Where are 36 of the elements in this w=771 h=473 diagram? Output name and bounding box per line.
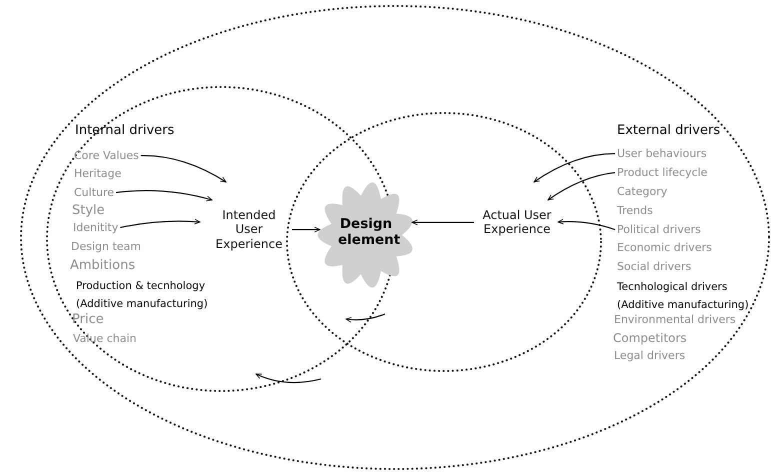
right-ellipse [286, 112, 602, 372]
node-label: Intended User Experience [212, 208, 286, 252]
driver-label: Price [72, 312, 104, 328]
node-label: User behaviours [617, 147, 707, 160]
driver-label: Tecnhological drivers (Additive manufacturing) [617, 280, 750, 313]
driver-label: Heritage [74, 167, 122, 180]
driver-label: Category [617, 185, 668, 198]
arrow [548, 172, 616, 200]
driver-label: Environmental drivers [614, 313, 736, 326]
outer-ellipse [20, 5, 770, 470]
arrow [534, 153, 616, 182]
node-label: Product lifecycle [617, 166, 708, 180]
arrow [116, 190, 212, 202]
arrow [120, 218, 200, 228]
arrow [140, 155, 226, 182]
driver-label: Value chain [73, 332, 136, 346]
driver-label: Legal drivers [614, 349, 686, 362]
node-label: Design element [337, 216, 402, 248]
node-label: Culture [74, 186, 114, 200]
group-heading: Internal drivers [75, 123, 174, 139]
driver-label: Social drivers [617, 260, 692, 274]
driver-label: Ambitions [70, 258, 136, 274]
node-label: Political drivers [617, 223, 701, 236]
driver-label: Trends [617, 204, 653, 218]
node-label: Idenitity [73, 221, 118, 234]
arrow [558, 218, 616, 230]
arrow [412, 220, 474, 226]
group-heading: External drivers [617, 123, 720, 139]
driver-label: Production & tecnhology (Additive manufacturing) [76, 279, 209, 312]
node-label: Core Values [74, 149, 139, 162]
driver-label: Competitors [613, 331, 687, 346]
driver-label: Design team [71, 240, 142, 254]
arrow [292, 226, 320, 232]
driver-label: Style [72, 203, 105, 219]
node-label: Actual User Experience [480, 208, 554, 237]
driver-label: Economic drivers [617, 241, 712, 254]
